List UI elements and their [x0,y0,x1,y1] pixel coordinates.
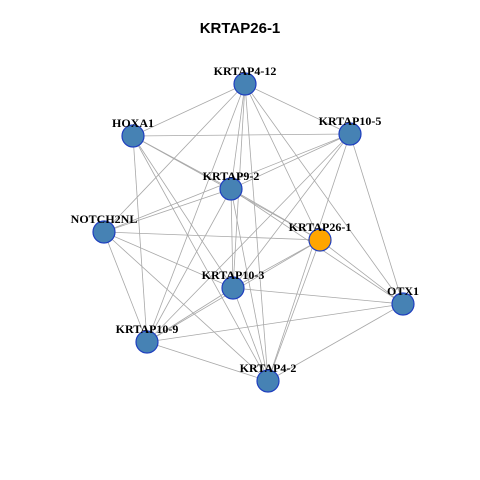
node-label-otx1: OTX1 [387,284,419,298]
edge-otx1-krtap10-9 [146,303,404,343]
edge-krtap10-5-krtap4-2 [267,133,351,382]
edge-notch2nl-krtap10-9 [103,231,148,343]
node-label-notch2nl: NOTCH2NL [71,212,138,226]
edge-krtap10-3-krtap10-9 [146,287,234,343]
edge-krtap10-3-otx1 [232,287,404,305]
edge-krtap4-12-krtap9-2 [230,83,246,190]
node-krtap26-1[interactable] [308,228,332,252]
edge-krtap26-1-krtap10-3 [232,239,321,289]
edge-krtap26-1-otx1 [319,239,404,305]
node-krtap4-2[interactable] [256,369,280,393]
node-label-krtap9-2: KRTAP9-2 [203,169,260,183]
edge-krtap26-1-krtap4-2 [267,239,321,382]
edge-hoxa1-krtap10-3 [132,135,234,289]
node-krtap4-12[interactable] [233,72,257,96]
edge-hoxa1-krtap10-9 [132,135,148,343]
edge-krtap4-12-krtap26-1 [244,83,321,241]
node-label-hoxa1: HOXA1 [112,116,154,130]
edge-notch2nl-krtap26-1 [103,231,321,241]
node-hoxa1[interactable] [121,124,145,148]
edge-krtap10-3-krtap4-2 [232,287,269,382]
edge-krtap10-5-krtap9-2 [230,133,351,190]
edge-krtap9-2-notch2nl [103,188,232,233]
edge-layer [103,83,404,382]
node-label-krtap10-9: KRTAP10-9 [116,322,179,336]
edge-krtap10-5-otx1 [349,133,404,305]
node-label-krtap10-3: KRTAP10-3 [202,268,265,282]
edge-krtap9-2-krtap10-9 [146,188,232,343]
edge-krtap4-12-krtap10-5 [244,83,351,135]
figure-title: KRTAP26-1 [199,20,281,37]
node-otx1[interactable] [391,292,415,316]
edge-otx1-krtap4-2 [267,303,404,382]
edge-notch2nl-krtap10-3 [103,231,234,289]
edge-krtap4-12-otx1 [244,83,404,305]
node-krtap10-9[interactable] [135,330,159,354]
edge-krtap10-5-krtap10-3 [232,133,351,289]
node-label-krtap4-12: KRTAP4-12 [214,64,277,78]
node-notch2nl[interactable] [92,220,116,244]
edge-krtap4-12-krtap4-2 [244,83,269,382]
edge-krtap10-5-krtap10-9 [146,133,351,343]
node-krtap10-5[interactable] [338,122,362,146]
edge-hoxa1-krtap4-2 [132,135,269,382]
edge-krtap9-2-krtap10-3 [230,188,234,289]
node-layer [92,72,415,393]
edge-krtap4-12-krtap10-9 [146,83,246,343]
node-krtap10-3[interactable] [221,276,245,300]
edge-krtap9-2-krtap4-2 [230,188,269,382]
node-label-krtap26-1: KRTAP26-1 [289,220,352,234]
node-krtap9-2[interactable] [219,177,243,201]
edge-krtap10-9-krtap4-2 [146,341,269,382]
edge-hoxa1-krtap10-5 [132,133,351,137]
edge-notch2nl-krtap4-2 [103,231,269,382]
node-label-krtap10-5: KRTAP10-5 [319,114,382,128]
edge-krtap9-2-krtap26-1 [230,188,321,241]
edge-krtap4-12-hoxa1 [132,83,246,137]
node-label-krtap4-2: KRTAP4-2 [240,361,297,375]
